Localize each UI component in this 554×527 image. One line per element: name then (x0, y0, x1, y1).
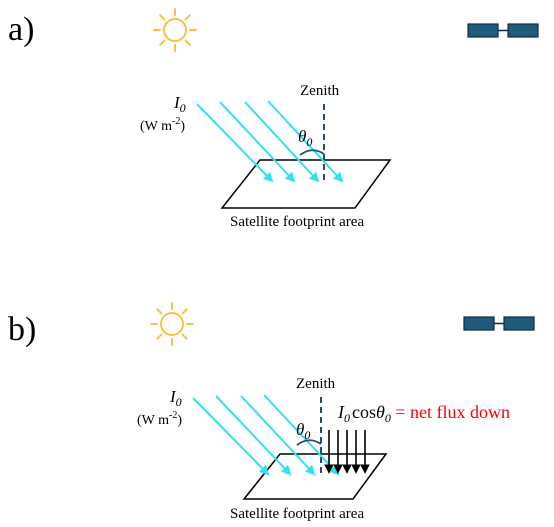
panel-b: b) Zenith I0 (W m-2) (8, 302, 535, 522)
footprint-a (220, 159, 392, 209)
zenith-label-b: Zenith (296, 376, 336, 392)
ray-arrow-icon (219, 101, 296, 183)
ray-arrow-icon (263, 394, 340, 476)
zenith-label-a: Zenith (300, 83, 340, 99)
ray-arrow-icon (192, 397, 270, 476)
sun-icon (150, 302, 194, 346)
unit-label-b: (W m-2) (137, 410, 182, 428)
ray-arrow-icon (240, 395, 316, 476)
ray-arrow-icon (267, 100, 344, 183)
panel-a: a) Zenith I0 (W m-2) (8, 8, 539, 230)
angle-label-b: θ0 (296, 420, 310, 442)
angle-label-a: θ0 (298, 127, 312, 149)
ray-arrow-icon (196, 103, 274, 183)
footprint-label-a: Satellite footprint area (230, 214, 364, 230)
intensity-label-b: I0 (169, 387, 182, 409)
ray-arrow-icon (244, 101, 320, 183)
footprint-label-b: Satellite footprint area (230, 506, 364, 522)
unit-label-a: (W m-2) (140, 116, 185, 134)
sun-icon (153, 8, 197, 52)
panel-a-label: a) (8, 11, 34, 48)
panel-b-label: b) (8, 311, 36, 348)
footprint-b (242, 453, 388, 500)
angle-arc-b (296, 439, 322, 446)
intensity-label-a: I0 (173, 93, 186, 115)
ray-arrow-icon (215, 395, 292, 476)
net-flux-arrows (324, 430, 370, 474)
rays-b (192, 394, 340, 476)
angle-arc-a (299, 149, 325, 156)
rays-a (196, 100, 344, 183)
satellite-icon (467, 23, 539, 38)
satellite-icon (463, 316, 535, 331)
